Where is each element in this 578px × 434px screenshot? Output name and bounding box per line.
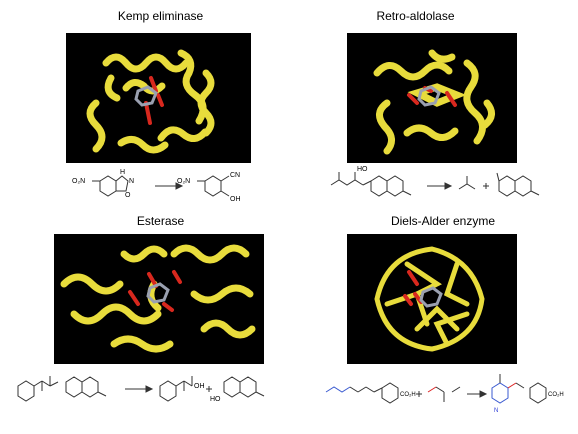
reactant-no2-label: O₂N xyxy=(72,178,85,185)
product-cn-label: CN xyxy=(230,172,240,179)
kemp-reaction-scheme: O₂N H N O O₂N CN OH xyxy=(72,169,241,203)
protein-structure-image xyxy=(347,33,517,163)
retro-oh-label: HO xyxy=(357,166,368,173)
protein-structure-image xyxy=(347,234,517,364)
diels-n-label: N xyxy=(494,408,498,414)
reactant-h-label: H xyxy=(120,169,125,176)
panel-title: Diels-Alder enzyme xyxy=(390,214,496,228)
panel-title: Kemp eliminase xyxy=(117,9,204,23)
diels-reaction-scheme: CO₂H CO₂H N xyxy=(325,374,564,414)
diels-protein-render xyxy=(374,246,485,352)
panel-title: Esterase xyxy=(136,214,185,228)
panel-title: Retro-aldolase xyxy=(376,9,455,23)
esterase-ho-label: HO xyxy=(210,396,221,403)
diels-co2h-1-label: CO₂H xyxy=(400,392,416,398)
reactant-n-label: N xyxy=(129,178,134,185)
protein-structure-image xyxy=(66,33,251,163)
esterase-oh-label: OH xyxy=(194,383,205,390)
reactant-o-label: O xyxy=(125,192,131,199)
product-no2-label: O₂N xyxy=(177,178,190,185)
kemp-protein-render xyxy=(86,49,215,154)
retro-reaction-scheme: HO xyxy=(330,166,540,197)
esterase-protein-render xyxy=(60,244,256,353)
product-oh-label: OH xyxy=(230,196,241,203)
diels-co2h-2-label: CO₂H xyxy=(548,392,564,398)
protein-structure-image xyxy=(54,234,264,364)
esterase-reaction-scheme: OH HO xyxy=(17,376,265,403)
retro-protein-render xyxy=(373,49,495,155)
